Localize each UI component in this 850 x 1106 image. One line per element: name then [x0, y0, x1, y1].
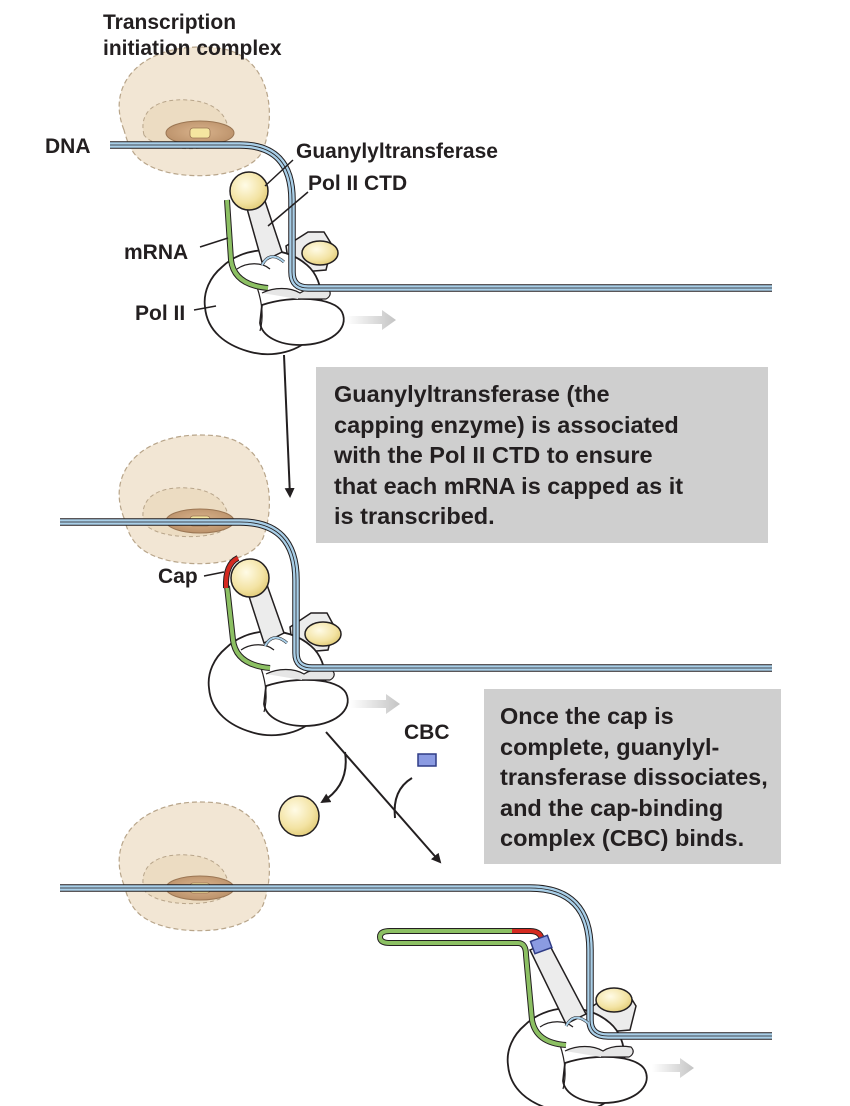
step1-line: is transcribed.: [334, 503, 495, 529]
cap-label: Cap: [158, 565, 198, 588]
step2-line: complex (CBC) binds.: [500, 825, 745, 851]
mrna-label: mRNA: [124, 241, 189, 264]
step2-line: transferase dissociates,: [500, 764, 768, 790]
guanylyltransferase-label: Guanylyltransferase: [296, 140, 498, 163]
initiation-complex-label-line1: Transcription: [103, 11, 237, 34]
step1-line: with the Pol II CTD to ensure: [334, 442, 653, 468]
initiation-complex-label-line2: initiation complex: [103, 37, 282, 60]
panel-2: [60, 434, 772, 737]
cbc-binding-arrow: [393, 777, 413, 819]
pol-ii-ctd-label: Pol II CTD: [308, 172, 408, 195]
released-guanylyltransferase: [278, 795, 320, 837]
step-arrow-1: [283, 354, 295, 498]
dna-label: DNA: [45, 135, 91, 158]
cbc-free: [417, 753, 437, 767]
step2-line: complete, guanylyl-: [500, 733, 720, 760]
step2-explanation: Once the cap is complete, guanylyl- tran…: [484, 689, 781, 864]
dissociation-arrow: [320, 751, 347, 804]
panel-1: [110, 46, 772, 356]
cbc-label: CBC: [404, 721, 450, 744]
pol-ii-label: Pol II: [135, 302, 186, 325]
cbc-bound: [529, 934, 553, 955]
panel-3: [60, 801, 772, 1106]
step1-line: capping enzyme) is associated: [334, 411, 679, 438]
step1-explanation: Guanylyltransferase (the capping enzyme)…: [316, 367, 768, 543]
step2-line: Once the cap is: [500, 703, 674, 729]
step2-line: and the cap-binding: [500, 794, 724, 821]
step1-line: Guanylyltransferase (the: [334, 381, 610, 407]
step-arrow-2: [325, 731, 442, 864]
step1-line: that each mRNA is capped as it: [334, 472, 684, 499]
